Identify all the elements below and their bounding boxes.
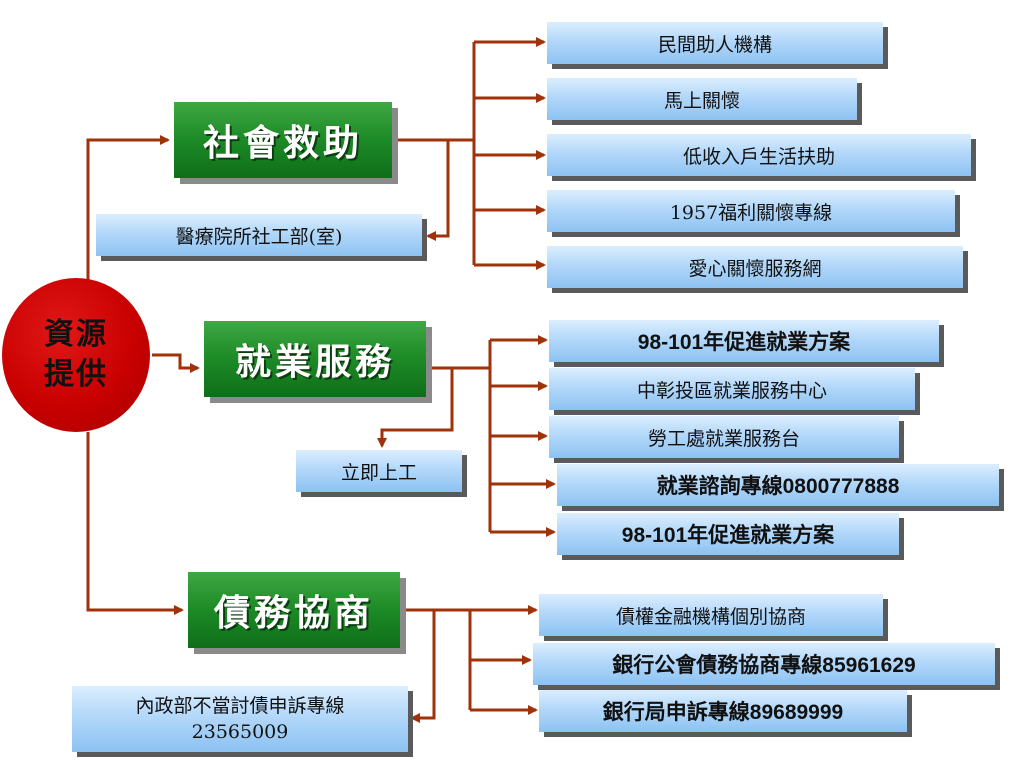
side-moi-debt-complaint: 內政部不當討債申訴專線 23565009 <box>72 686 408 752</box>
side-moi-line1: 內政部不當討債申訴專線 <box>135 695 345 717</box>
side-moi-line2: 23565009 <box>191 721 289 743</box>
category-social-assistance: 社會救助 <box>174 102 392 178</box>
leaf-love-care-network: 愛心關懷服務網 <box>547 246 963 288</box>
leaf-1957-welfare-hotline: 1957福利關懷專線 <box>547 190 955 232</box>
root-label-line2: 提供 <box>44 357 108 392</box>
root-node: 資源 提供 <box>2 278 150 432</box>
leaf-low-income-support: 低收入戶生活扶助 <box>547 134 971 176</box>
leaf-creditor-negotiation: 債權金融機構個別協商 <box>539 594 883 636</box>
leaf-bankers-association-hotline: 銀行公會債務協商專線85961629 <box>533 643 995 685</box>
leaf-employment-program-2: 98-101年促進就業方案 <box>557 513 899 555</box>
leaf-banking-bureau-hotline: 銀行局申訴專線89689999 <box>539 690 907 732</box>
side-hospital-social-work: 醫療院所社工部(室) <box>96 214 422 256</box>
leaf-private-help-agencies: 民間助人機構 <box>547 22 883 64</box>
category-debt-negotiation: 債務協商 <box>188 572 400 648</box>
leaf-employment-program-1: 98-101年促進就業方案 <box>549 320 939 362</box>
leaf-immediate-care: 馬上關懷 <box>547 78 857 120</box>
leaf-labor-service-desk: 勞工處就業服務台 <box>549 416 899 458</box>
leaf-employment-hotline: 就業諮詢專線0800777888 <box>557 464 999 506</box>
leaf-employment-center: 中彰投區就業服務中心 <box>549 368 915 410</box>
side-immediate-work: 立即上工 <box>296 450 462 492</box>
category-employment-services: 就業服務 <box>204 321 426 397</box>
root-label-line1: 資源 <box>44 317 108 352</box>
